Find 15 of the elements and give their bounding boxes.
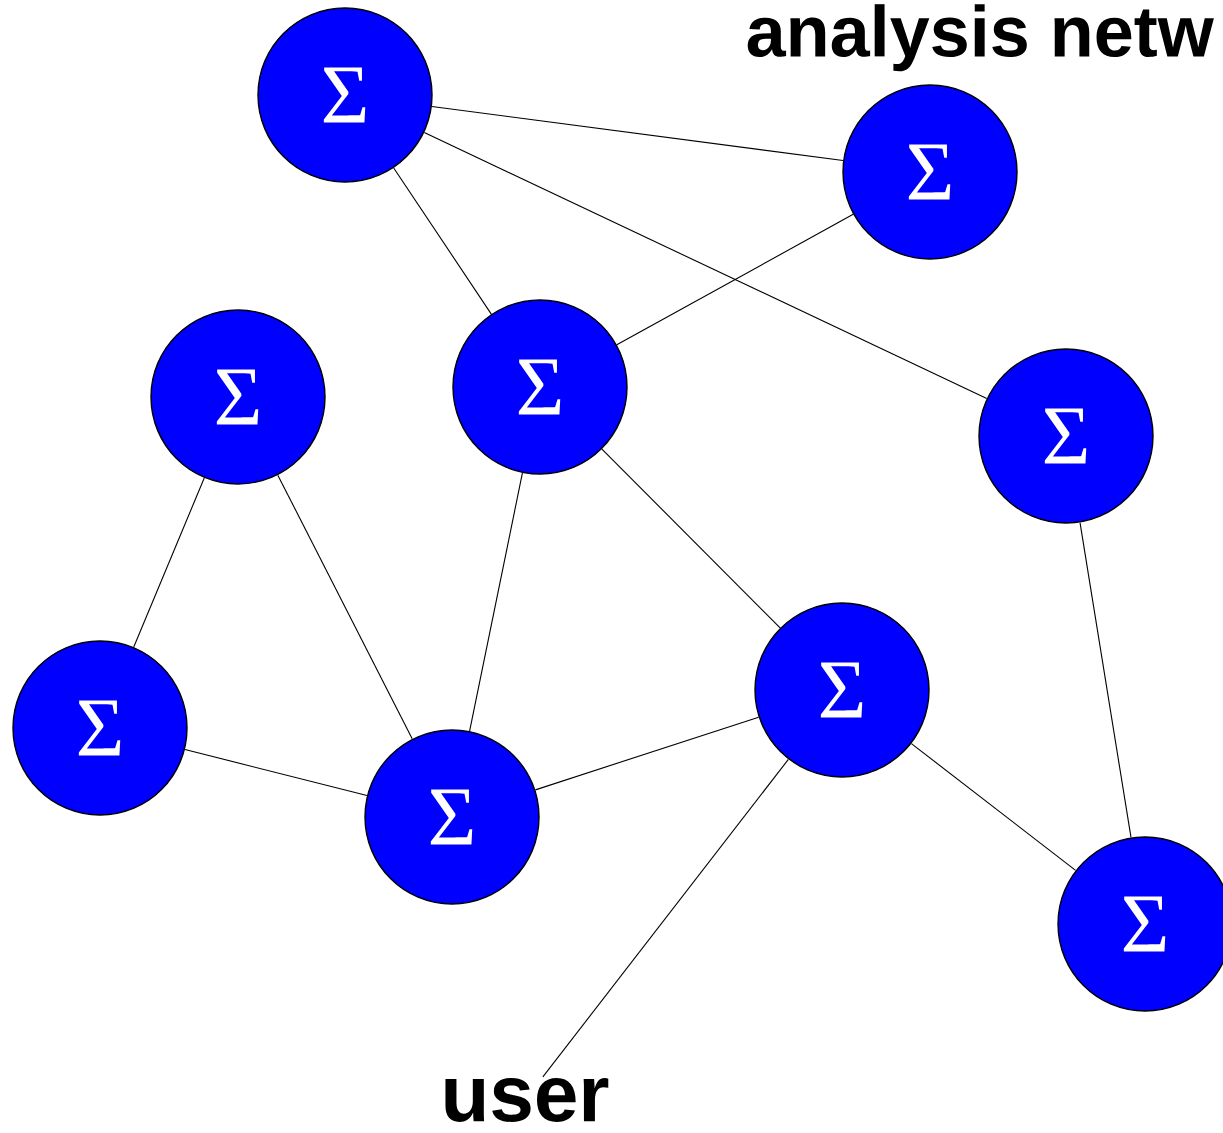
connector-line [277,474,413,740]
connector-line [393,167,492,315]
connector-line [534,716,760,791]
title: analysis netw [747,4,1214,72]
connector-line [542,758,789,1078]
connector-line [601,448,781,629]
connector-line [469,472,523,732]
text-label: user [445,1078,609,1122]
connector-line [184,748,368,797]
connector-line [910,743,1077,871]
connector-line [431,105,844,162]
connector-line [1079,522,1132,838]
connector-line [133,477,205,648]
connector-line [423,131,988,400]
connector-line [616,213,854,346]
